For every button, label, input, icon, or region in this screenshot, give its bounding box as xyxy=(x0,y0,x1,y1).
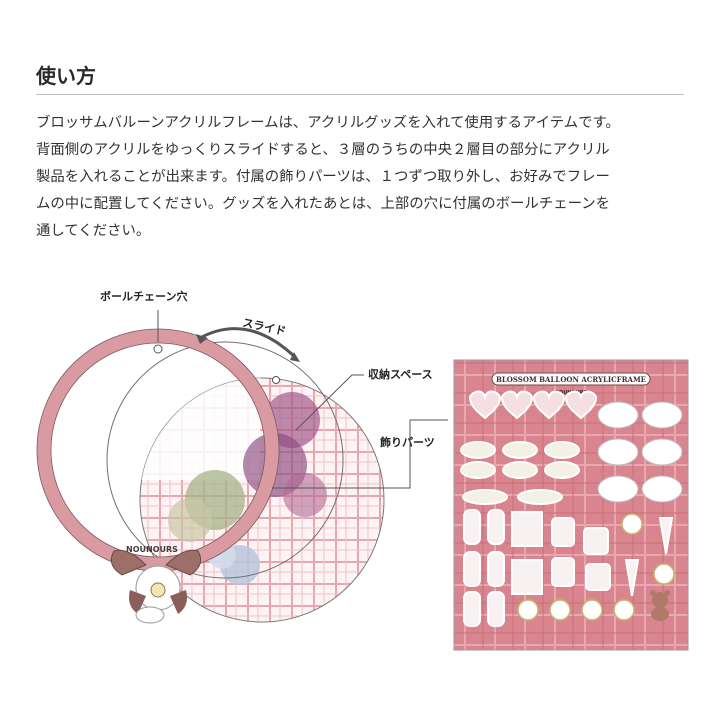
leader-line xyxy=(272,419,448,489)
frame-brand-text: NOUNOURS xyxy=(126,545,178,554)
label-decoration-parts: 飾りパーツ xyxy=(380,435,435,449)
description-line: ムの中に配置してください。グッズを入れたあとは、上部の穴に付属のボールチェーンを xyxy=(36,196,611,212)
title-divider xyxy=(36,94,684,95)
description-line: 背面側のアクリルをゆっくりスライドすると、３層のうちの中央２層目の部分にアクリル xyxy=(36,142,610,158)
description-line: ブロッサムバルーンアクリルフレームは、アクリルグッズを入れて使用するアイテムです… xyxy=(36,115,620,131)
decoration-parts-sheet: BLOSSOM BALLOON ACRYLICFRAME NOUNOURS xyxy=(453,359,689,651)
description-line: 通してください。 xyxy=(36,223,151,239)
product-illustration: NOUNOURS スライド ボールチェーン穴 収納スペース 飾りパーツ BLOS… xyxy=(36,289,689,651)
label-ball-chain-hole: ボールチェーン穴 xyxy=(100,289,187,303)
bow-ornament xyxy=(110,549,202,624)
leader-line xyxy=(295,374,364,431)
slide-arrow xyxy=(199,327,298,360)
sheet-title: BLOSSOM BALLOON ACRYLICFRAME xyxy=(496,375,646,384)
ball-chain-hole xyxy=(153,344,163,354)
description: ブロッサムバルーンアクリルフレームは、アクリルグッズを入れて使用するアイテムです… xyxy=(36,110,688,245)
middle-acrylic-plate xyxy=(106,341,344,579)
label-storage-space: 収納スペース xyxy=(368,367,433,381)
description-line: 製品を入れることが出来ます。付属の飾りパーツは、１つずつ取り外し、お好みでフレー xyxy=(36,169,610,185)
section-title: 使い方 xyxy=(36,64,96,88)
